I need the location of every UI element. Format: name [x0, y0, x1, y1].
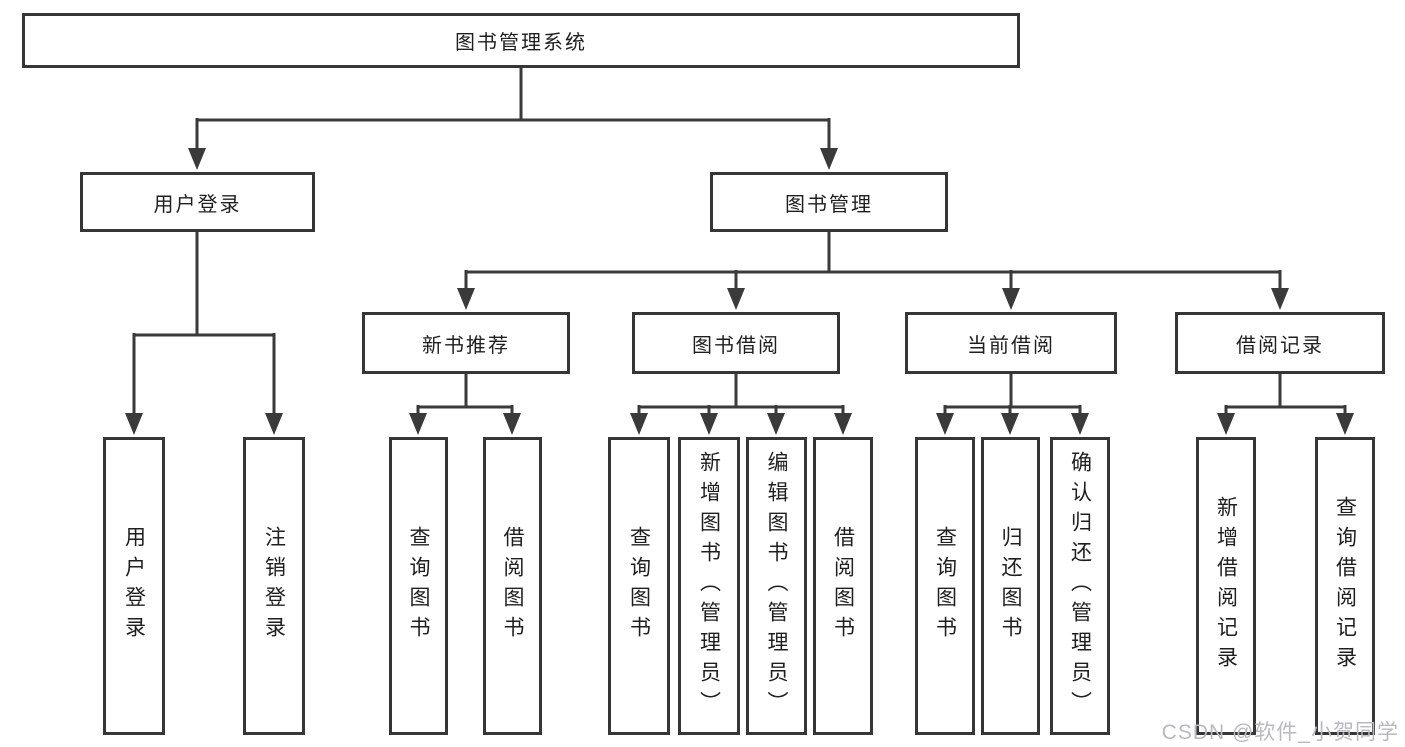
leaf-records-add-record-label: 新增借阅记录: [1214, 496, 1238, 676]
connector-new-book-to-leaves: [409, 374, 521, 435]
leaf-current-query-books: 查询图书: [915, 437, 975, 735]
connector-book-borrow-to-leaves: [630, 374, 852, 435]
leaf-newbook-query-books: 查询图书: [389, 437, 448, 735]
leaf-records-query-record-label: 查询借阅记录: [1333, 496, 1357, 676]
csdn-watermark: CSDN @软件_小贺同学: [1161, 721, 1399, 744]
leaf-borrow-add-books-admin: 新增图书（管理员）: [678, 437, 740, 735]
leaf-current-confirm-return-admin: 确认归还（管理员）: [1050, 437, 1110, 735]
leaf-current-return-books: 归还图书: [981, 437, 1040, 735]
node-current-borrow: 当前借阅: [905, 312, 1117, 374]
node-user-login-label: 用户登录: [153, 193, 242, 216]
node-borrow-records-label: 借阅记录: [1236, 334, 1324, 357]
connector-user-login-to-leaves: [125, 232, 283, 435]
node-book-borrow-label: 图书借阅: [692, 334, 780, 357]
node-current-borrow-label: 当前借阅: [967, 334, 1055, 357]
connector-root-to-level1: [188, 68, 838, 170]
node-user-login: 用户登录: [80, 172, 315, 232]
leaf-current-confirm-return-admin-label: 确认归还（管理员）: [1068, 451, 1092, 721]
node-root: 图书管理系统: [22, 13, 1020, 68]
leaf-borrow-query-books: 查询图书: [608, 437, 670, 735]
node-new-book-recommend: 新书推荐: [362, 312, 570, 374]
connector-borrow-records-to-leaves: [1217, 374, 1354, 435]
node-book-borrow: 图书借阅: [632, 312, 840, 374]
leaf-borrow-query-books-label: 查询图书: [627, 526, 651, 646]
leaf-records-query-record: 查询借阅记录: [1315, 437, 1375, 735]
leaf-user-login: 用户登录: [103, 437, 165, 735]
leaf-borrow-add-books-admin-label: 新增图书（管理员）: [697, 451, 721, 721]
leaf-records-add-record: 新增借阅记录: [1196, 437, 1256, 735]
node-book-management-label: 图书管理: [785, 193, 873, 216]
leaf-borrow-edit-books-admin: 编辑图书（管理员）: [746, 437, 807, 735]
leaf-user-login-label: 用户登录: [122, 526, 146, 646]
connector-book-management-to-level2: [457, 232, 1289, 310]
connector-current-borrow-to-leaves: [936, 374, 1089, 435]
node-new-book-recommend-label: 新书推荐: [422, 334, 510, 357]
leaf-newbook-borrow-books-label: 借阅图书: [501, 526, 525, 646]
leaf-borrow-edit-books-admin-label: 编辑图书（管理员）: [765, 451, 789, 721]
leaf-current-return-books-label: 归还图书: [999, 526, 1023, 646]
node-borrow-records: 借阅记录: [1175, 312, 1385, 374]
leaf-newbook-query-books-label: 查询图书: [407, 526, 431, 646]
leaf-newbook-borrow-books: 借阅图书: [483, 437, 542, 735]
node-book-management: 图书管理: [710, 172, 948, 232]
leaf-borrow-borrow-books-label: 借阅图书: [831, 526, 855, 646]
node-root-label: 图书管理系统: [455, 32, 587, 54]
leaf-current-query-books-label: 查询图书: [933, 526, 957, 646]
leaf-logout: 注销登录: [243, 437, 305, 735]
leaf-borrow-borrow-books: 借阅图书: [813, 437, 873, 735]
leaf-logout-label: 注销登录: [262, 526, 286, 646]
